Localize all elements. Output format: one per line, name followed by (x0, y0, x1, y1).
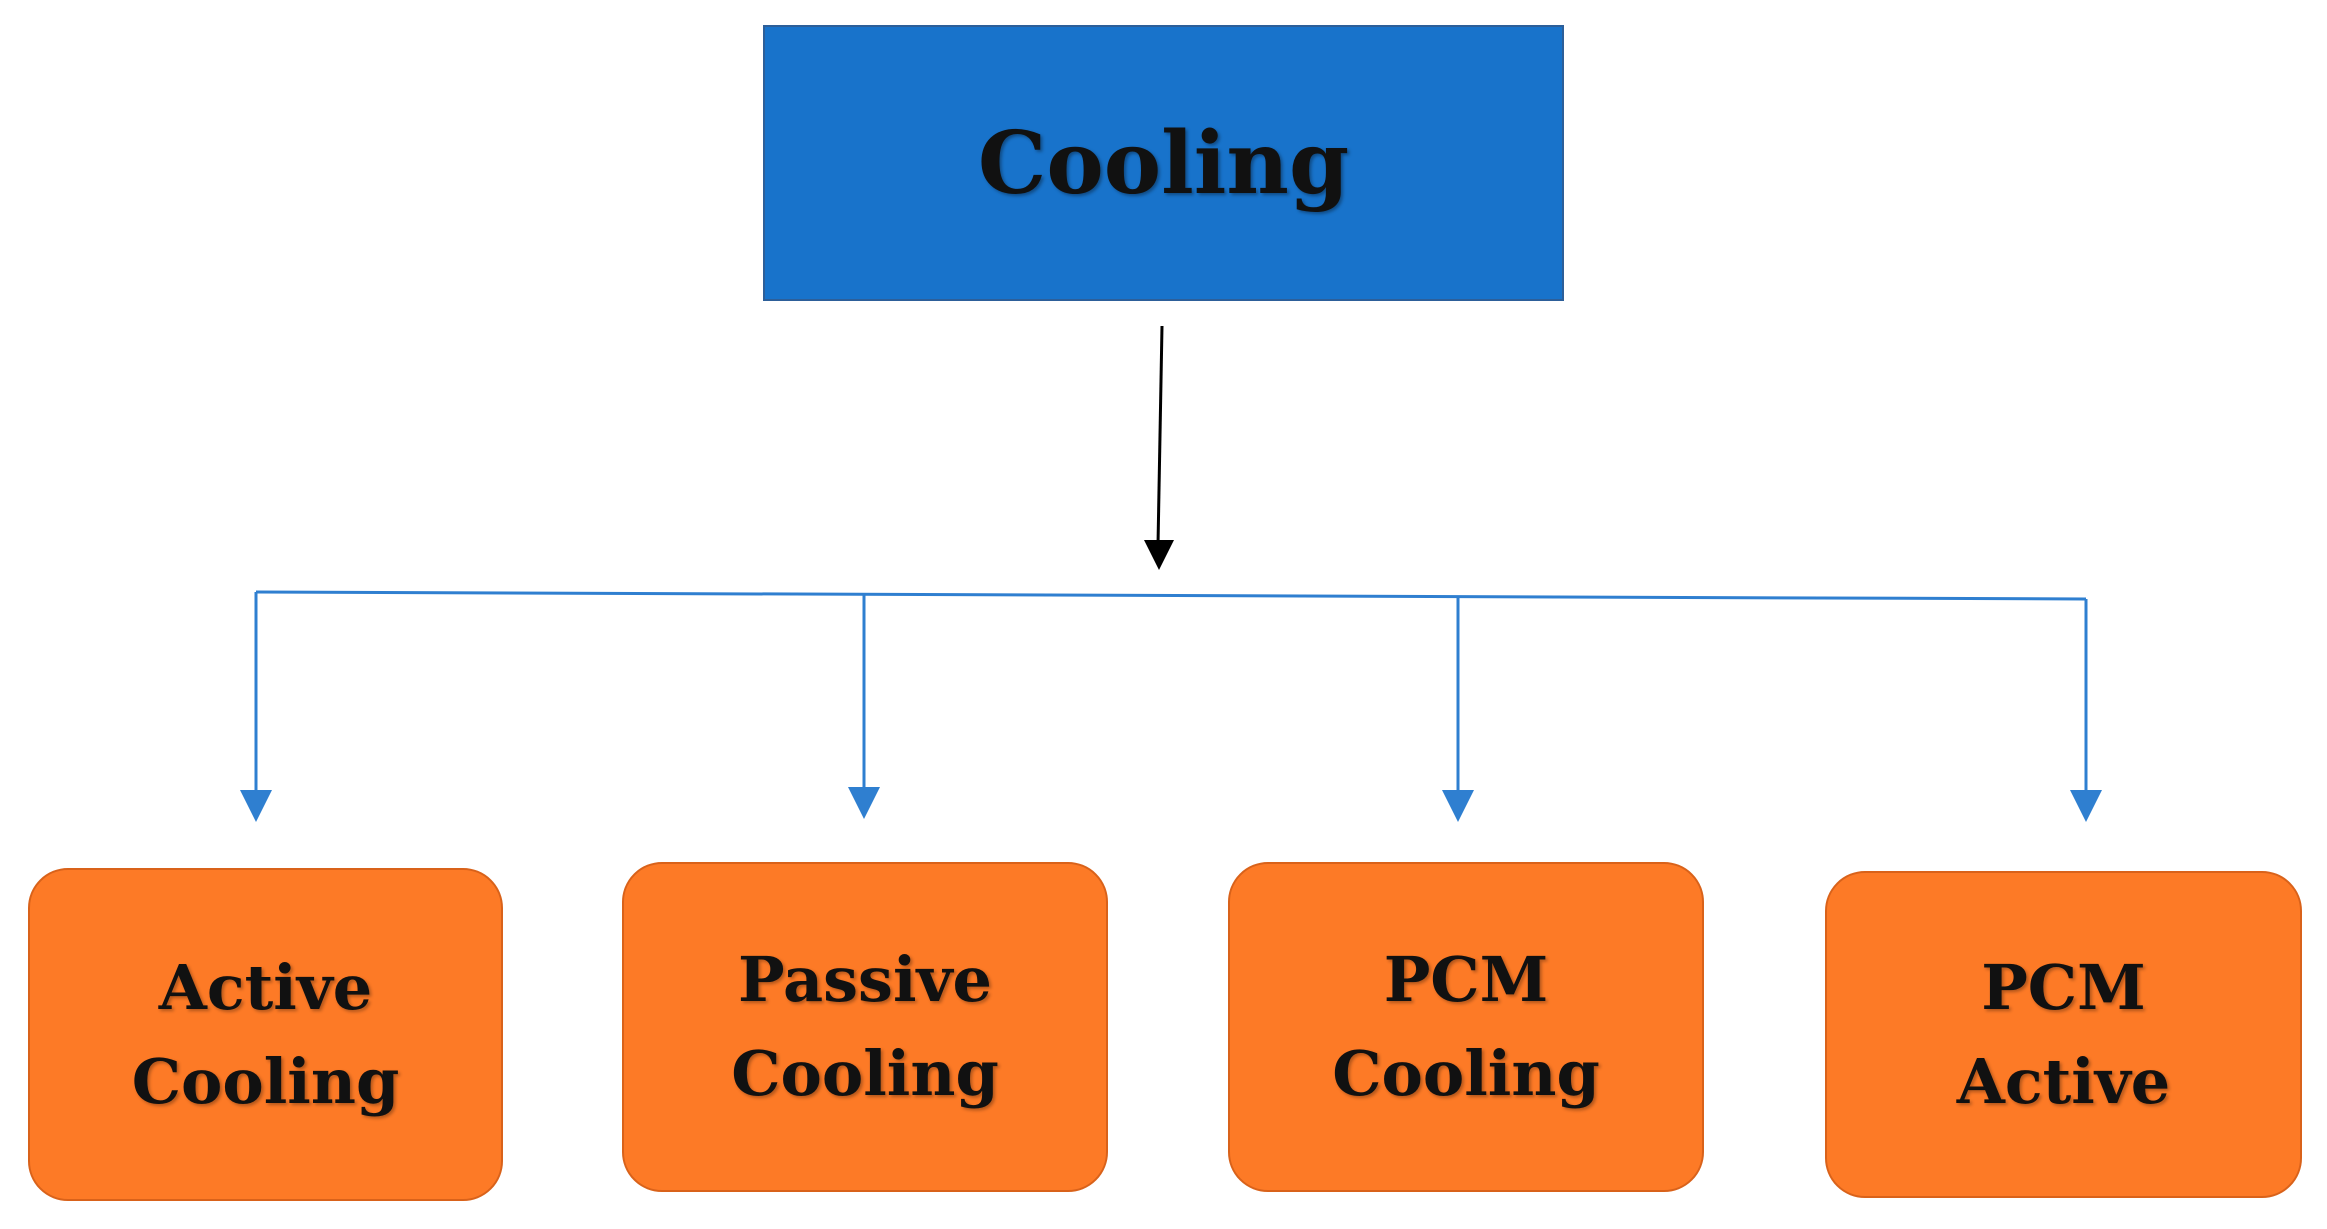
root-node-label: Cooling (977, 112, 1350, 214)
branch-arrowhead-3 (1442, 790, 1474, 822)
child-node-label-line1: Passive (738, 943, 992, 1016)
child-node-pcm-active: PCM Active (1825, 871, 2302, 1198)
child-node-pcm-cooling: PCM Cooling (1228, 862, 1704, 1192)
main-arrow-head (1144, 540, 1174, 570)
child-node-label-line2: Cooling (731, 1037, 999, 1110)
child-node-label-line1: Active (158, 950, 373, 1024)
branch-arrowhead-4 (2070, 790, 2102, 822)
root-node-cooling: Cooling (763, 25, 1564, 301)
branch-arrowhead-1 (240, 790, 272, 822)
main-arrow-shaft (1156, 325, 1164, 546)
child-node-label-line2: Cooling (131, 1044, 400, 1118)
child-node-label-line2: Active (1956, 1044, 2171, 1118)
child-node-active-cooling: Active Cooling (28, 868, 503, 1201)
branch-bar (255, 590, 2087, 601)
child-node-label-line2: Cooling (1332, 1037, 1600, 1110)
child-node-label-line1: PCM (1981, 950, 2146, 1024)
child-node-passive-cooling: Passive Cooling (622, 862, 1108, 1192)
child-node-label-line1: PCM (1383, 943, 1549, 1016)
branch-arrowhead-2 (848, 787, 880, 819)
